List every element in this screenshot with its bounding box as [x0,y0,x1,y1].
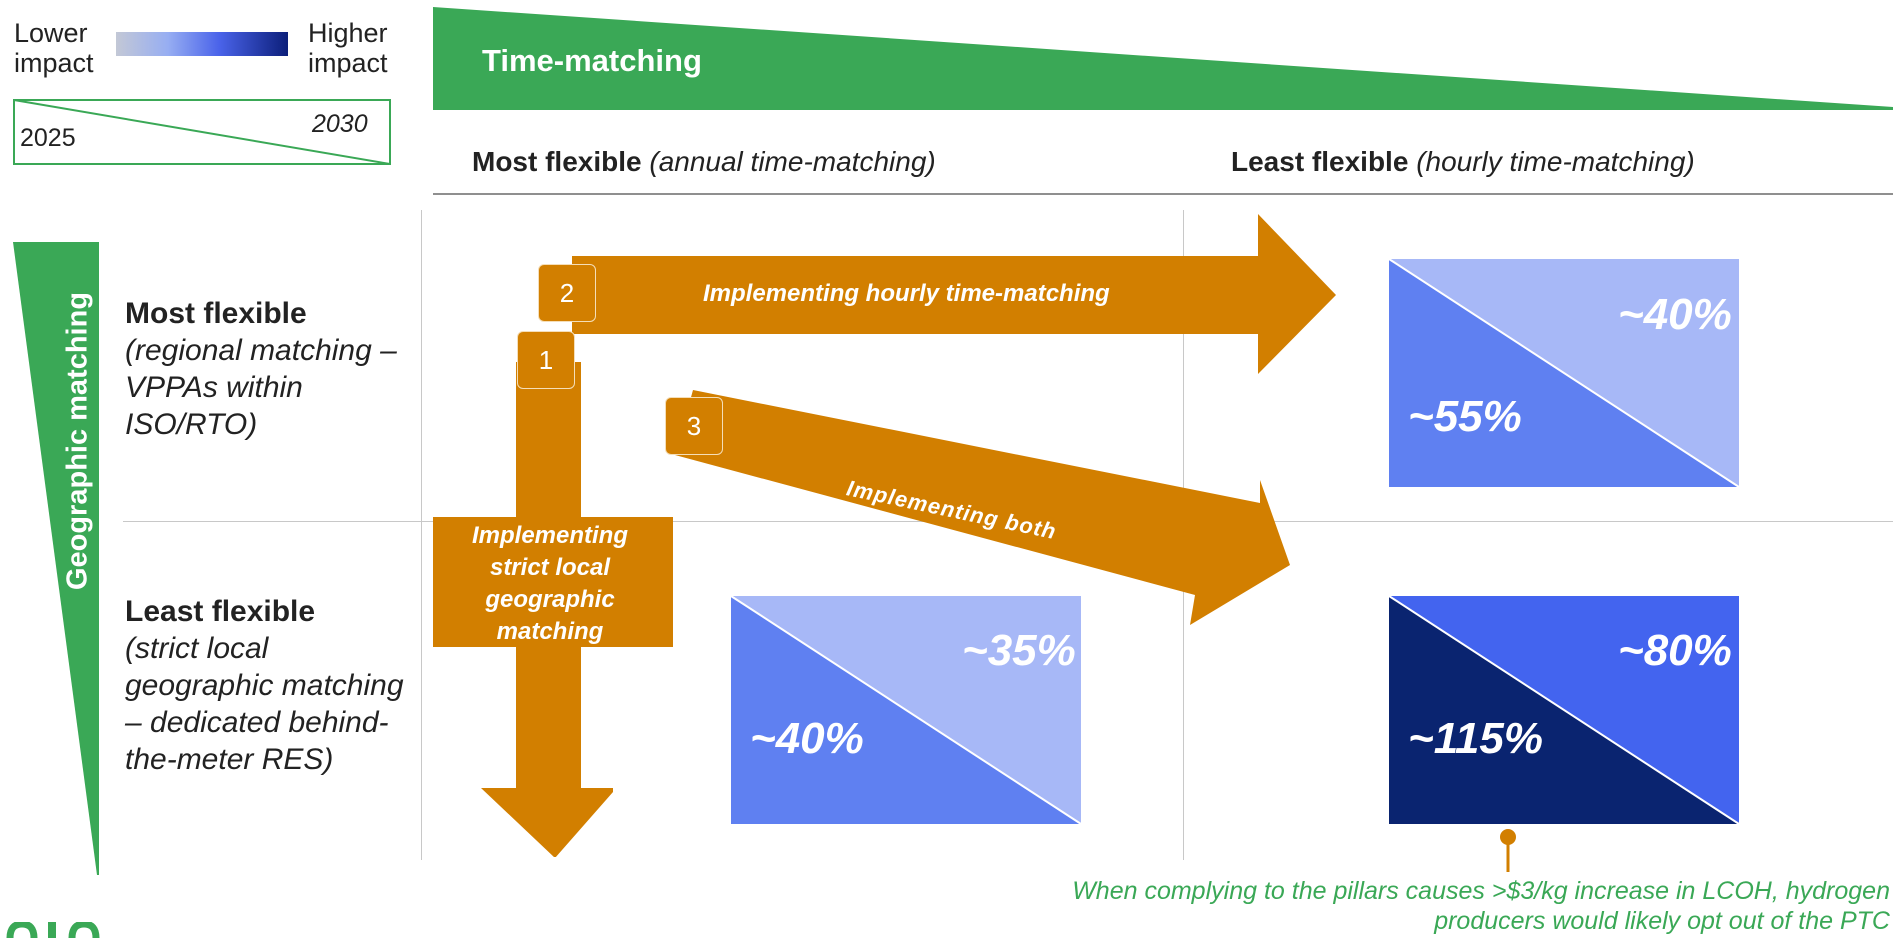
value-2030-annual-local: ~35% [962,626,1076,675]
geographic-matching-title: Geographic matching [61,291,94,591]
time-matching-title: Time-matching [482,43,702,78]
impact-cell-hourly-local [1389,596,1739,824]
step-badge-2: 2 [538,264,596,322]
legend-lower-label: Lower impact [14,18,94,78]
value-2030-hourly-regional: ~40% [1618,290,1732,339]
step-badge-3: 3 [665,397,723,455]
row-header-least-flexible: Least flexible (strict local geographic … [125,595,404,776]
col-header-least-flexible: Least flexible (hourly time-matching) [1231,146,1695,177]
year-legend-box [13,99,391,165]
company-logo [0,920,120,939]
footnote-text: When complying to the pillars causes >$3… [1072,877,1890,935]
header-divider [433,193,1893,195]
value-2030-hourly-local: ~80% [1618,626,1732,675]
value-2025-hourly-local: ~115% [1408,714,1543,763]
legend-higher-label: Higher impact [308,18,388,78]
value-2025-hourly-regional: ~55% [1408,392,1522,441]
impact-cell-hourly-regional [1389,259,1739,487]
impact-cell-annual-local [731,596,1081,824]
impact-gradient-bar [116,32,288,56]
row-header-most-flexible: Most flexible (regional matching – VPPAs… [125,297,397,441]
footnote-pin [1500,829,1516,872]
grid-vertical-left [421,210,422,860]
value-2025-annual-local: ~40% [750,714,864,763]
time-matching-banner [433,7,1893,110]
arrow-implementing-both [675,390,1290,625]
year-start-label: 2025 [20,124,76,152]
arrow-label-strict-local: Implementing strict local geographic mat… [471,522,628,645]
arrow-label-hourly: Implementing hourly time-matching [703,280,1110,307]
arrow-strict-local-geo [433,362,673,857]
col-header-most-flexible: Most flexible (annual time-matching) [472,146,936,177]
arrow-hourly-time-matching [572,214,1336,374]
geographic-matching-banner [13,242,99,875]
step-badge-1: 1 [517,331,575,389]
year-end-label: 2030 [312,110,368,138]
